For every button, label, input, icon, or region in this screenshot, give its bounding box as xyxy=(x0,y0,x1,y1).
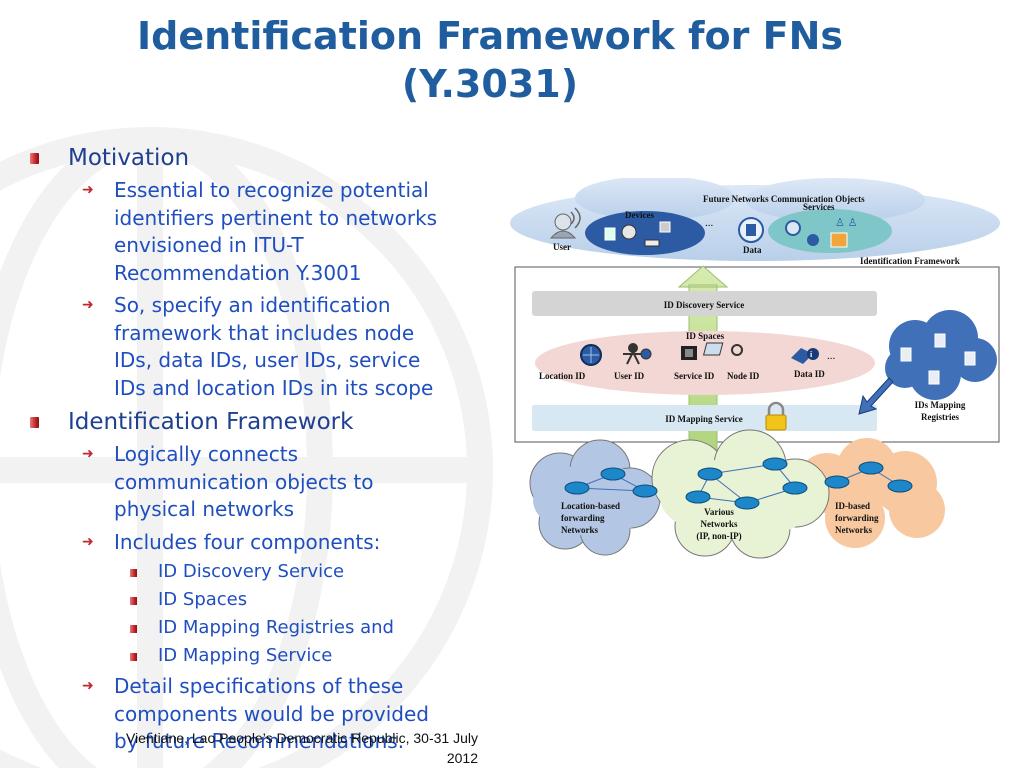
data-icon xyxy=(738,217,764,243)
bullet-framework-sub3: ➜ Detail specifications of these compone… xyxy=(30,673,500,756)
bullet-marker xyxy=(130,653,137,661)
component-text: ID Mapping Registries and xyxy=(158,617,394,638)
registries-label-2: Registries xyxy=(921,412,959,422)
user-label: User xyxy=(553,242,571,252)
identification-framework-diagram: Future Networks Communication Objects Us… xyxy=(510,178,1000,559)
discovery-bar xyxy=(532,291,877,316)
arrow-bullet-icon: ➜ xyxy=(82,533,94,550)
component-item: ID Discovery Service xyxy=(30,560,500,584)
bullet-line: envisioned in ITU-T xyxy=(114,233,304,257)
location-id-label: Location ID xyxy=(539,371,586,381)
footer-year: 2012 xyxy=(446,750,478,766)
arrow-bullet-icon: ➜ xyxy=(82,297,94,313)
bullet-framework-sub1: ➜ Logically connects communication objec… xyxy=(30,441,500,524)
data-id-icon: i xyxy=(791,348,819,364)
bullet-line: components would be provided xyxy=(114,701,429,726)
bullet-line: identifiers pertinent to networks xyxy=(114,205,438,230)
component-text: ID Spaces xyxy=(158,589,248,610)
discovery-label: ID Discovery Service xyxy=(664,300,744,310)
id-spaces-label: ID Spaces xyxy=(686,331,725,341)
various-network-label-3: (IP, non-IP) xyxy=(696,531,741,541)
arrow-bullet-icon: ➜ xyxy=(82,446,94,462)
title-line-2: (Y.3031) xyxy=(401,62,579,106)
various-network-label-1: Various xyxy=(704,507,734,517)
bullet-line: Essential to recognize potential xyxy=(114,178,429,202)
arrow-bullet-icon: ➜ xyxy=(82,678,94,694)
bullet-framework: Identification Framework xyxy=(30,408,500,436)
component-text: ID Discovery Service xyxy=(158,561,345,582)
user-id-icon xyxy=(623,343,652,365)
svg-text:♙ ♙: ♙ ♙ xyxy=(835,217,857,229)
idbased-network-label-1: ID-based xyxy=(835,501,870,511)
bullet-line: communication objects to xyxy=(114,469,374,494)
bullet-line: IDs, data IDs, user IDs, service xyxy=(114,348,421,372)
footer: Vientiane, Lao People’s Democratic Repub… xyxy=(38,728,478,768)
service-id-label: Service ID xyxy=(674,371,715,381)
bullet-line: Detail specifications of these xyxy=(114,674,404,698)
component-text: ID Mapping Service xyxy=(158,645,333,666)
bullet-line: Logically connects xyxy=(114,442,298,466)
registries-label-1: IDs Mapping xyxy=(915,400,966,410)
bullet-motivation-sub2: ➜ So, specify an identification framewor… xyxy=(30,292,500,402)
idbased-network-label-2: forwarding xyxy=(835,513,879,523)
id-spaces-ellipse xyxy=(535,331,875,395)
lock-icon xyxy=(765,401,787,431)
bullet-motivation-sub1: ➜ Essential to recognize potential ident… xyxy=(30,177,500,287)
ellipsis-mid: ... xyxy=(827,350,836,362)
component-item: ID Mapping Service xyxy=(30,644,500,668)
bullet-framework-sub2: ➜ Includes four components: xyxy=(30,529,500,557)
various-network-label-2: Networks xyxy=(701,519,738,529)
bullet-line: Includes four components: xyxy=(114,529,381,554)
svg-text:i: i xyxy=(810,350,813,359)
registries-arrow xyxy=(858,377,894,415)
component-item: ID Mapping Registries and xyxy=(30,616,500,640)
devices-label: Devices xyxy=(625,210,654,220)
device-icons xyxy=(604,221,671,247)
bullet-marker xyxy=(130,569,137,577)
router-icons xyxy=(564,457,913,510)
footer-location: Vientiane, Lao People’s Democratic Repub… xyxy=(125,730,478,746)
ellipsis-top: ... xyxy=(705,217,714,229)
user-id-label: User ID xyxy=(614,371,645,381)
bullet-line: So, specify an identification xyxy=(114,293,391,317)
node-id-icon xyxy=(702,342,743,356)
bullet-content: Motivation ➜ Essential to recognize pote… xyxy=(30,140,500,756)
framework-label: Identification Framework xyxy=(860,256,960,266)
registries-cloud xyxy=(885,310,997,400)
bullet-marker xyxy=(30,153,39,164)
bullet-text: Motivation xyxy=(68,145,190,171)
location-id-icon xyxy=(580,344,602,366)
bullet-marker xyxy=(30,417,39,428)
objects-title: Future Networks Communication Objects xyxy=(703,194,865,204)
bullet-line: IDs and location IDs in its scope xyxy=(114,375,434,400)
location-network-label-1: Location-based xyxy=(561,501,620,511)
arrow-bullet-icon: ➜ xyxy=(82,182,94,198)
bullet-text: Identification Framework xyxy=(68,409,354,435)
bullet-line: by future Recommendations. xyxy=(114,729,405,753)
bullet-line: physical networks xyxy=(114,497,294,521)
bullet-marker xyxy=(130,597,137,605)
service-id-icon xyxy=(681,346,697,360)
title-line-1: Identification Framework for FNs xyxy=(137,14,843,58)
user-icon xyxy=(549,207,581,239)
location-network-cloud xyxy=(529,439,661,556)
bullet-line: framework that includes node xyxy=(114,320,415,345)
component-item: ID Spaces xyxy=(30,588,500,612)
mapping-label: ID Mapping Service xyxy=(665,414,743,424)
services-label: Services xyxy=(803,202,835,212)
location-network-label-2: forwarding xyxy=(561,513,605,523)
location-network-label-3: Networks xyxy=(561,525,598,535)
idbased-network-label-3: Networks xyxy=(835,525,872,535)
slide-title: Identification Framework for FNs (Y.3031… xyxy=(60,12,920,108)
bullet-marker xyxy=(130,625,137,633)
bullet-line: Recommendation Y.3001 xyxy=(114,260,362,285)
service-icons: ♙ ♙ xyxy=(785,217,857,248)
node-id-label: Node ID xyxy=(727,371,760,381)
data-label: Data xyxy=(743,245,762,255)
mapping-bar xyxy=(532,405,877,431)
data-id-label: Data ID xyxy=(794,369,825,379)
bullet-motivation: Motivation xyxy=(30,144,500,172)
